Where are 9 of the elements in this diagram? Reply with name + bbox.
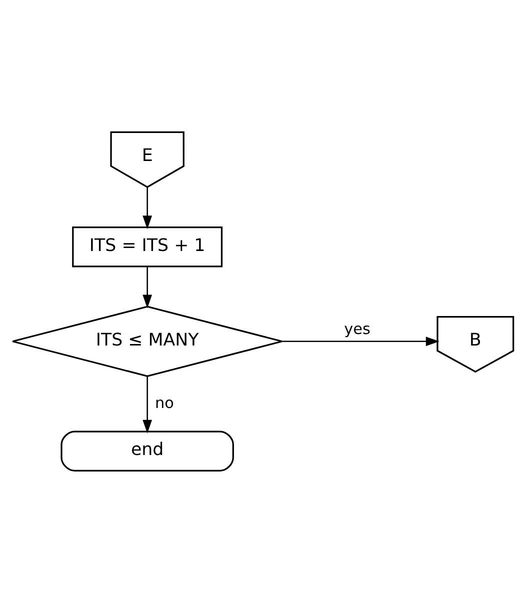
node-box: end [60, 430, 234, 471]
arrow [142, 376, 152, 433]
edge-label: no [154, 393, 174, 412]
edge-label: yes [344, 319, 370, 338]
arrow [142, 266, 152, 308]
node-box: ITS = ITS + 1 [72, 226, 223, 267]
arrow [282, 336, 440, 346]
node-diamond: ITS ≤ MANY [12, 305, 283, 376]
arrow [142, 186, 152, 229]
